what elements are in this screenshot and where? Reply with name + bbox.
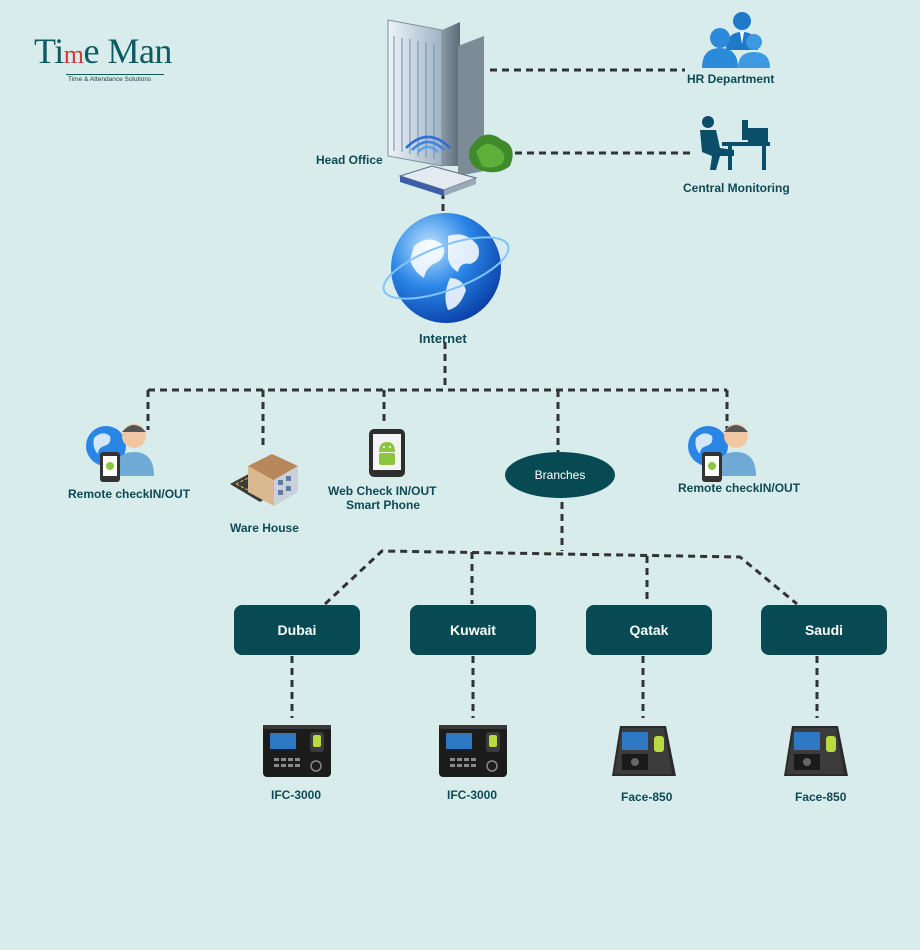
hr-department-label: HR Department [687,72,775,86]
branches-node: Branches [505,452,615,498]
location-box-saudi: Saudi [761,605,887,655]
remote-checkin-icon-left [86,424,154,482]
location-box-qatak: Qatak [586,605,712,655]
android-phone-icon [369,429,405,477]
connector-branch-bus [323,549,798,606]
central-monitoring-icon [700,116,770,170]
location-label: Qatak [629,622,669,638]
location-label: Saudi [804,622,844,638]
remote-checkin-icon-right [688,424,756,482]
ifc-3000-device-icon [439,725,507,777]
warehouse-label: Ware House [230,521,299,535]
internet-label: Internet [419,331,467,346]
location-box-dubai: Dubai [234,605,360,655]
warehouse-icon [230,454,298,506]
logo-text-accent: m [63,40,84,69]
location-box-kuwait: Kuwait [410,605,536,655]
face-850-device-icon [784,726,848,776]
logo-underline [66,74,164,75]
logo: Time Man [34,30,172,72]
branches-label: Branches [534,468,586,482]
central-monitoring-label: Central Monitoring [683,181,790,195]
head-office-label: Head Office [316,153,383,167]
device-label-dubai: IFC-3000 [271,788,322,802]
internet-globe-icon [382,213,510,323]
logo-text-2: e Man [83,31,172,71]
face-850-device-icon [612,726,676,776]
remote-checkin-label-left: Remote checkIN/OUT [68,487,191,501]
device-label-kuwait: IFC-3000 [447,788,498,802]
remote-checkin-label-right: Remote checkIN/OUT [678,481,801,495]
logo-text-1: Ti [34,31,64,71]
web-check-label: Web Check IN/OUT [328,484,437,498]
logo-tagline: Time & Attendance Solutions [68,76,152,83]
location-label: Kuwait [450,622,496,638]
device-label-saudi: Face-850 [795,790,847,804]
head-office-building-icon [387,19,513,196]
device-label-qatak: Face-850 [621,790,673,804]
hr-department-icon [702,12,770,68]
location-label: Dubai [277,622,317,638]
smart-phone-label: Smart Phone [346,498,421,512]
ifc-3000-device-icon [263,725,331,777]
